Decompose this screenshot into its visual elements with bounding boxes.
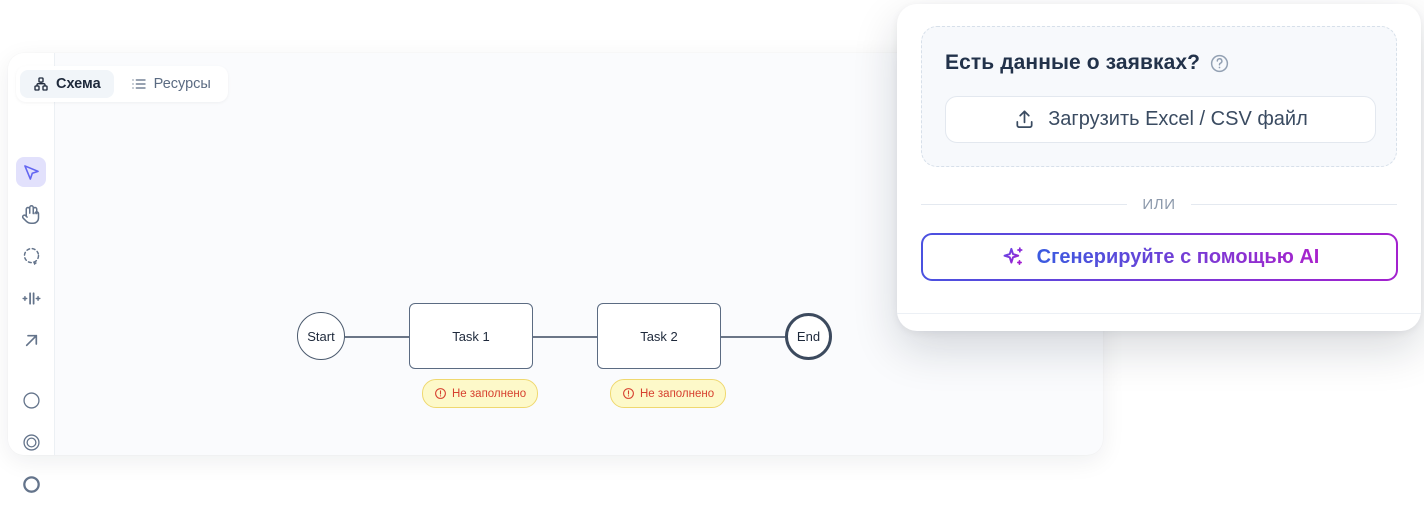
connector-line xyxy=(721,336,785,338)
upload-zone-title: Есть данные о заявках? xyxy=(945,51,1201,74)
sitemap-icon xyxy=(33,76,49,92)
lasso-select-tool-button[interactable] xyxy=(16,241,46,271)
end-node-tool-button[interactable] xyxy=(16,469,46,499)
connector-tool-button[interactable] xyxy=(16,325,46,355)
sparkles-icon xyxy=(1000,244,1026,270)
generate-with-ai-button-inner[interactable]: Сгенерируйте с помощью AI xyxy=(923,235,1396,279)
task-2-warning-label: Не заполнено xyxy=(640,387,715,400)
flow-node-start[interactable]: Start xyxy=(297,312,345,360)
lasso-icon xyxy=(21,246,42,267)
task-2-warning-badge: Не заполнено xyxy=(610,379,727,408)
upload-excel-csv-label: Загрузить Excel / CSV файл xyxy=(1048,108,1308,130)
bold-circle-icon xyxy=(21,474,42,495)
connector-line xyxy=(345,336,409,338)
upload-icon xyxy=(1013,108,1036,131)
arrow-up-right-icon xyxy=(21,330,42,351)
flow-node-task-1[interactable]: Task 1 xyxy=(409,303,533,369)
flow-node-task-2[interactable]: Task 2 xyxy=(597,303,721,369)
tab-schema[interactable]: Схема xyxy=(20,70,114,98)
cursor-icon xyxy=(21,162,42,183)
distribute-spacing-tool-button[interactable] xyxy=(16,283,46,313)
divider-line xyxy=(921,204,1128,205)
tab-resources[interactable]: Ресурсы xyxy=(118,70,224,98)
alert-circle-icon xyxy=(622,387,635,400)
tab-resources-label: Ресурсы xyxy=(153,76,211,92)
flow-node-task-1-label: Task 1 xyxy=(452,328,490,344)
generate-with-ai-label: Сгенерируйте с помощью AI xyxy=(1036,245,1320,268)
select-tool-button[interactable] xyxy=(16,157,46,187)
upload-data-zone: Есть данные о заявках? xyxy=(921,26,1397,167)
flow-node-task-2-label: Task 2 xyxy=(640,328,678,344)
view-tab-bar: Схема Ресурсы xyxy=(16,66,228,102)
data-source-panel: Есть данные о заявках? xyxy=(897,4,1421,331)
question-circle-icon[interactable] xyxy=(1209,53,1230,74)
task-1-warning-label: Не заполнено xyxy=(452,387,527,400)
hand-icon xyxy=(21,204,42,225)
divider-line xyxy=(1190,204,1397,205)
generate-with-ai-button[interactable]: Сгенерируйте с помощью AI xyxy=(921,233,1398,281)
or-divider: ИЛИ xyxy=(921,196,1397,213)
intermediate-node-tool-button[interactable] xyxy=(16,427,46,457)
upload-excel-csv-button[interactable]: Загрузить Excel / CSV файл xyxy=(945,96,1376,143)
alert-circle-icon xyxy=(434,387,447,400)
list-icon xyxy=(131,76,147,92)
canvas-toolbar xyxy=(8,53,55,493)
connector-line xyxy=(533,336,597,338)
pan-tool-button[interactable] xyxy=(16,199,46,229)
or-divider-label: ИЛИ xyxy=(1142,196,1176,213)
flow-node-end-label: End xyxy=(796,329,821,344)
distribute-icon xyxy=(21,288,42,309)
task-1-warning-badge: Не заполнено xyxy=(422,379,539,408)
panel-footer-divider xyxy=(897,313,1421,314)
flow-node-start-label: Start xyxy=(307,328,335,344)
circle-icon xyxy=(21,390,42,411)
tab-schema-label: Схема xyxy=(56,76,101,92)
upload-zone-header: Есть данные о заявках? xyxy=(945,51,1373,75)
double-circle-icon xyxy=(21,432,42,453)
start-node-tool-button[interactable] xyxy=(16,385,46,415)
flow-node-end[interactable]: End xyxy=(785,313,832,360)
